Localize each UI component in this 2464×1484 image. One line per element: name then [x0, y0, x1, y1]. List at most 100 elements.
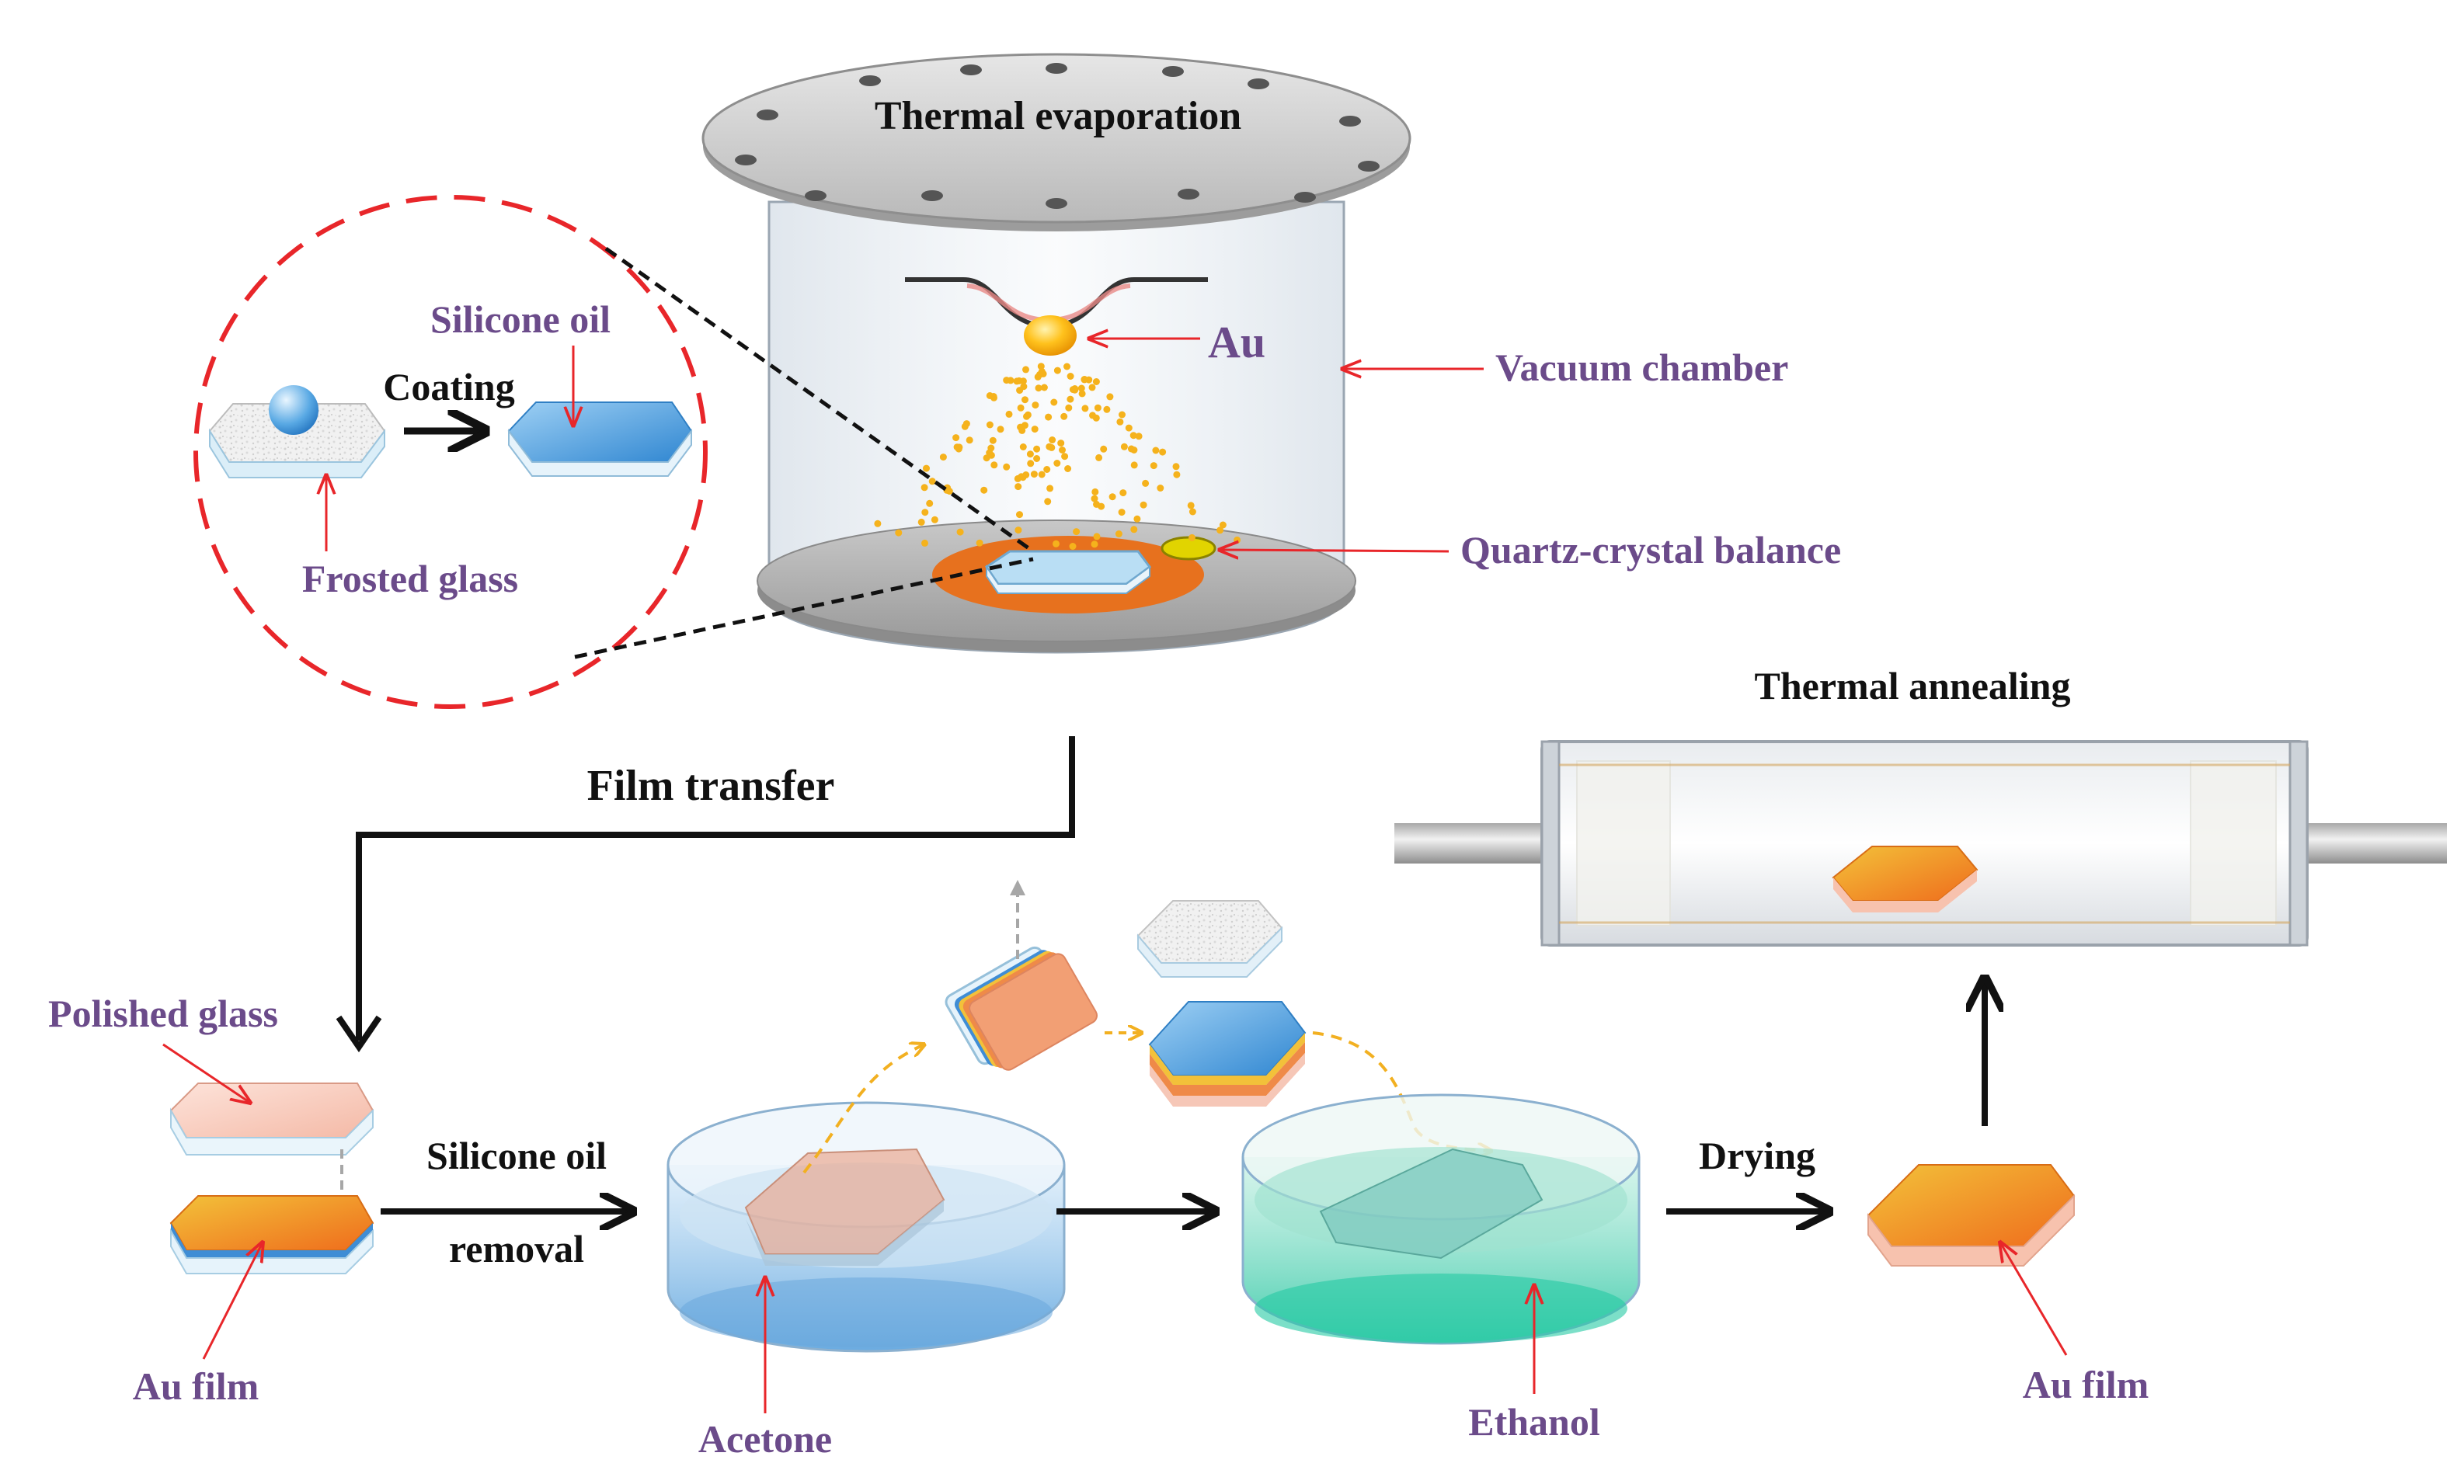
au-vapor-particle	[986, 392, 994, 399]
tube-rod-right	[2292, 823, 2447, 864]
au-vapor-particle	[1188, 533, 1195, 541]
au-vapor-particle	[1007, 377, 1014, 384]
au-vapor-particle	[980, 486, 988, 494]
au-vapor-particle	[1031, 426, 1039, 433]
acetone-dish	[666, 1101, 1066, 1353]
au-vapor-particle	[1173, 471, 1181, 478]
au-vapor-particle	[1061, 453, 1069, 460]
vacuum-chamber	[701, 53, 1411, 654]
vacuum-chamber-label: Vacuum chamber	[1495, 346, 1788, 389]
au-vapor-particle	[1129, 432, 1137, 440]
au-vapor-particle	[1091, 488, 1099, 495]
au-vapor-particle	[952, 434, 960, 442]
au-vapor-particle	[1064, 465, 1072, 472]
au-vapor-particle	[1172, 463, 1180, 471]
au-vapor-particle	[1159, 448, 1167, 456]
polished-glass-pointer	[162, 1043, 250, 1103]
au-vapor-particle	[1049, 436, 1056, 443]
au-vapor-particle	[1046, 443, 1053, 450]
annealing-tube-furnace	[1394, 740, 2447, 947]
inset-leader-bottom	[574, 557, 1034, 659]
au-vapor-particle	[1053, 460, 1061, 467]
coating-label: Coating	[383, 365, 514, 408]
au-vapor-particle	[1078, 390, 1086, 398]
au-source-ball	[1024, 315, 1077, 356]
au-vapor-particle	[1125, 424, 1133, 432]
au-film-left-pointer	[202, 1242, 263, 1360]
au-vapor-particle	[1019, 377, 1027, 385]
polished-glass-label: Polished glass	[48, 992, 278, 1035]
au-vapor-particle	[923, 464, 930, 472]
au-vapor-particle	[1133, 515, 1141, 523]
au-vapor-particle	[921, 484, 928, 492]
au-vapor-particle	[1130, 526, 1138, 533]
au-vapor-particle	[1069, 543, 1077, 550]
au-vapor-particle	[1045, 413, 1053, 421]
au-vapor-particle	[1050, 398, 1058, 406]
au-vapor-particle	[1219, 521, 1227, 529]
ethanol-dish	[1241, 1093, 1641, 1345]
au-vapor-particle	[1216, 527, 1224, 534]
polished-glass-stack	[169, 1083, 374, 1274]
au-vapor-particle	[1016, 387, 1024, 394]
au-vapor-particle	[1014, 474, 1021, 482]
film-transfer-label: Film transfer	[587, 762, 835, 810]
au-vapor-particle	[1091, 540, 1098, 548]
thermal-annealing-label: Thermal annealing	[1755, 664, 2071, 707]
au-vapor-particle	[1057, 440, 1065, 447]
au-vapor-particle	[976, 539, 983, 547]
au-vapor-particle	[1003, 463, 1011, 471]
au-vapor-particle	[939, 454, 947, 461]
lifted-sample-stack	[945, 946, 1098, 1071]
tube-rod-left	[1394, 823, 1565, 864]
au-vapor-particle	[1073, 528, 1081, 536]
au-vapor-particle	[1040, 384, 1048, 391]
ethanol-label: Ethanol	[1468, 1400, 1600, 1444]
au-vapor-particle	[1089, 412, 1096, 419]
au-vapor-particle	[895, 529, 903, 537]
lid-bolts	[735, 63, 1380, 209]
silicone-oil-droplet	[269, 385, 318, 435]
au-vapor-particle	[1081, 405, 1089, 412]
au-vapor-particle	[1035, 384, 1042, 392]
au-vapor-particle	[921, 509, 929, 516]
au-vapor-particle	[1033, 455, 1041, 462]
au-vapor-particle	[1135, 433, 1143, 440]
au-vapor-particle	[1187, 502, 1195, 509]
au-vapor-particle	[945, 488, 953, 495]
au-vapor-particle	[1013, 377, 1021, 385]
au-vapor-particle	[1022, 366, 1029, 374]
au-vapor-particle	[1127, 445, 1135, 453]
au-vapor-particle	[1118, 509, 1126, 516]
chamber-lid	[701, 53, 1411, 224]
silicone-oil-removal-label-2: removal	[449, 1227, 584, 1270]
quartz-crystal	[1161, 536, 1216, 561]
au-vapor-particle	[1043, 466, 1051, 473]
au-vapor-particle	[1157, 485, 1164, 492]
au-vapor-particle	[997, 426, 1004, 433]
au-vapor-particle	[1063, 363, 1070, 370]
silicone-oil-label: Silicone oil	[430, 297, 611, 341]
au-vapor-particle	[1067, 373, 1074, 380]
au-film-right-label: Au film	[2023, 1363, 2149, 1406]
au-vapor-particle	[1053, 540, 1060, 547]
au-vapor-particle	[1142, 479, 1150, 487]
au-vapor-particle	[1038, 471, 1046, 478]
au-vapor-particle	[1027, 460, 1035, 467]
film-transfer-arrowhead	[336, 1015, 382, 1053]
au-vapor-particle	[1014, 483, 1022, 491]
acetone-label: Acetone	[698, 1417, 832, 1461]
au-vapor-particle	[1150, 462, 1157, 470]
au-vapor-particle	[1092, 378, 1100, 385]
au-film-left-label: Au film	[133, 1364, 259, 1408]
oil-coated-glass	[507, 401, 693, 477]
au-vapor-particle	[1108, 493, 1116, 501]
au-vapor-particle	[1005, 410, 1013, 418]
flipped-sample-stack	[1148, 1001, 1307, 1107]
au-vapor-particle	[1094, 404, 1101, 412]
au-vapor-particle	[1017, 423, 1025, 431]
au-vapor-particle	[956, 528, 964, 536]
thermal-evaporation-label: Thermal evaporation	[875, 94, 1241, 138]
au-vapor-particles	[874, 363, 1241, 550]
